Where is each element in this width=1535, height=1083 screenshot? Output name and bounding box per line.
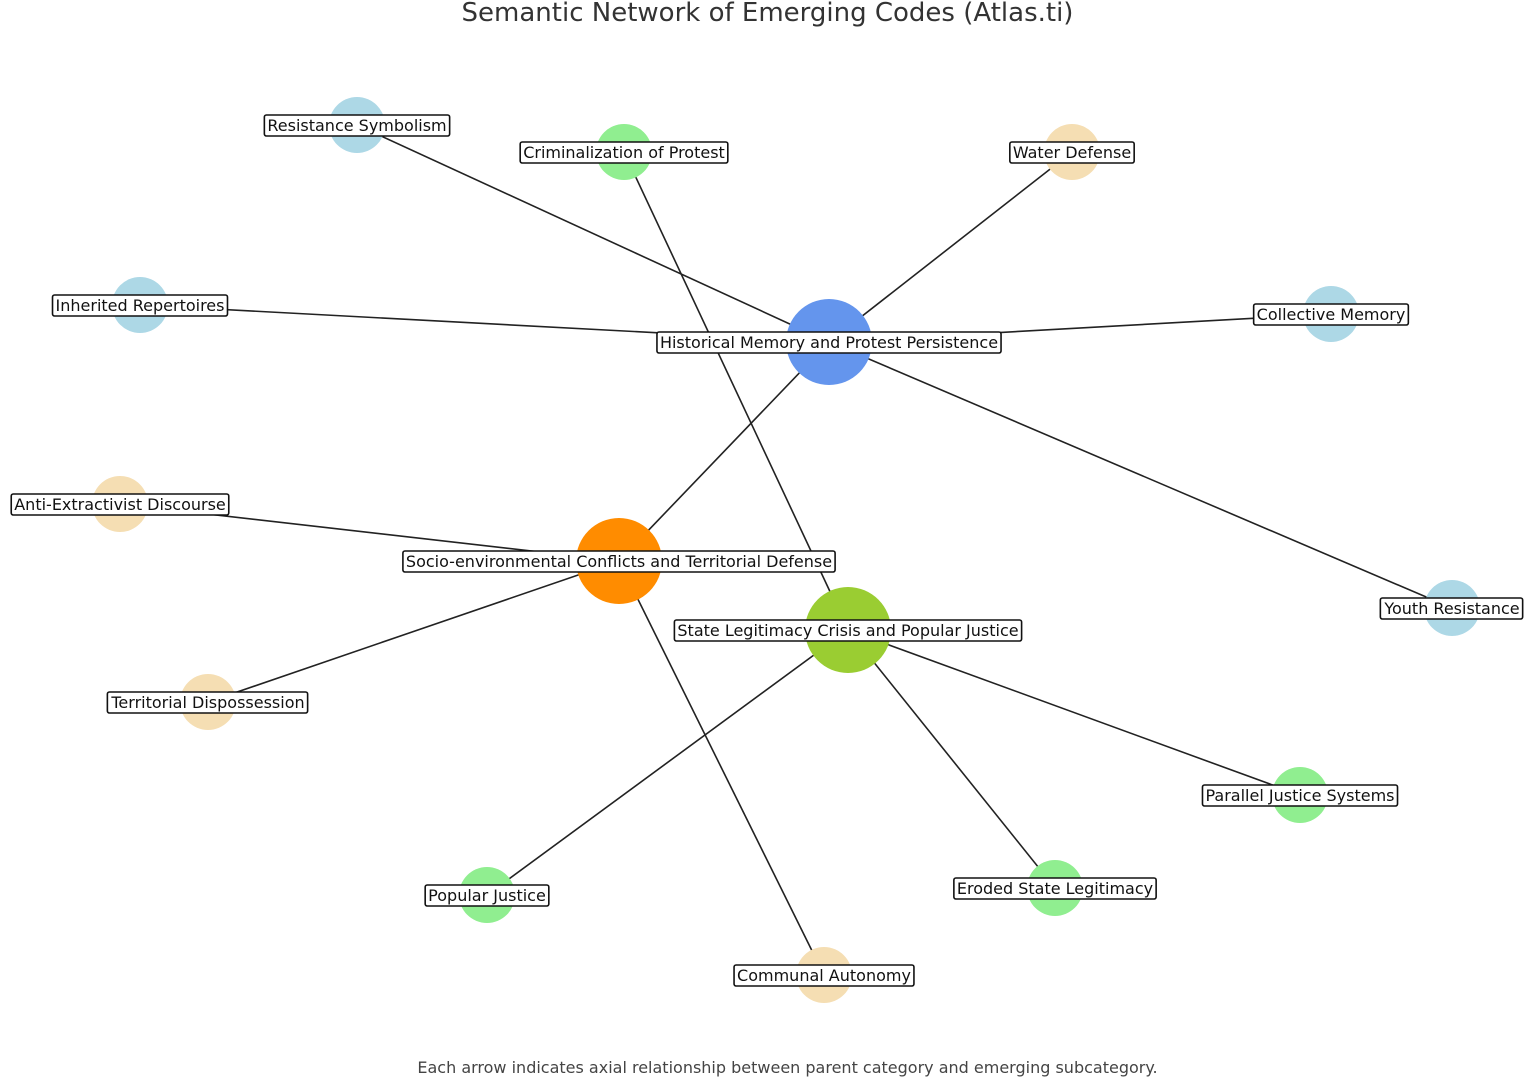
node-label-box [10,493,230,516]
edge-legitimacy-parallel_justice [847,629,1301,796]
node-label-territorial_dispossession: Territorial Dispossession [106,691,309,714]
node-label-inherited_repertoires: Inherited Repertoires [51,294,229,317]
node-label-box [106,691,309,714]
node-label-text: Youth Resistance [1383,599,1519,618]
node-label-box [424,884,550,907]
edge-memory-resistance_symbolism [356,124,830,343]
node-label-box [402,550,836,573]
node-label-anti_extractivist: Anti-Extractivist Discourse [10,493,230,516]
node-label-text: Parallel Justice Systems [1205,786,1394,805]
node-label-text: Criminalization of Protest [523,143,725,162]
node-label-legitimacy: State Legitimacy Crisis and Popular Just… [673,619,1023,642]
node-label-box [1201,784,1399,807]
edge-memory-youth_resistance [828,341,1453,609]
edge-conflict-territorial_dispossession [207,560,620,703]
diagram-caption: Each arrow indicates axial relationship … [417,1058,1158,1077]
edge-memory-conflict [618,341,830,562]
node-label-memory: Historical Memory and Protest Persistenc… [656,331,1002,354]
node-label-eroded_legitimacy: Eroded State Legitimacy [953,877,1157,900]
node-label-criminalization: Criminalization of Protest [519,141,729,164]
node-label-collective_memory: Collective Memory [1252,303,1410,326]
node-label-resistance_symbolism: Resistance Symbolism [263,114,451,137]
edge-legitimacy-eroded_legitimacy [847,629,1056,889]
node-label-text: Historical Memory and Protest Persistenc… [660,333,998,352]
node-label-text: Territorial Dispossession [110,693,304,712]
diagram-title: Semantic Network of Emerging Codes (Atla… [461,0,1074,28]
node-label-box [953,877,1157,900]
node-label-conflict: Socio-environmental Conflicts and Territ… [402,550,836,573]
node-label-youth_resistance: Youth Resistance [1379,597,1524,620]
node-label-text: Resistance Symbolism [267,116,446,135]
node-label-box [673,619,1023,642]
node-label-box [1009,141,1135,164]
edge-legitimacy-popular_justice [486,629,849,896]
node-label-text: Socio-environmental Conflicts and Territ… [406,552,832,571]
edges-layer [119,124,1453,976]
node-label-text: State Legitimacy Crisis and Popular Just… [677,621,1018,640]
node-label-text: Communal Autonomy [737,966,911,985]
edge-conflict-communal_autonomy [618,560,825,976]
node-label-text: Anti-Extractivist Discourse [14,495,226,514]
node-label-text: Water Defense [1013,143,1131,162]
node-label-text: Collective Memory [1257,305,1406,324]
node-label-water_defense: Water Defense [1009,141,1135,164]
node-label-box [1252,303,1410,326]
node-label-box [656,331,1002,354]
node-label-parallel_justice: Parallel Justice Systems [1201,784,1399,807]
node-label-box [519,141,729,164]
node-label-text: Eroded State Legitimacy [957,879,1153,898]
node-label-text: Popular Justice [428,886,546,905]
node-label-popular_justice: Popular Justice [424,884,550,907]
nodes-layer [92,97,1480,1003]
node-label-text: Inherited Repertoires [56,296,225,315]
edge-memory-water_defense [828,151,1073,343]
labels-layer: Historical Memory and Protest Persistenc… [10,114,1524,987]
node-label-communal_autonomy: Communal Autonomy [733,964,915,987]
node-label-box [263,114,451,137]
node-label-box [733,964,915,987]
node-label-box [1379,597,1524,620]
node-label-box [51,294,229,317]
